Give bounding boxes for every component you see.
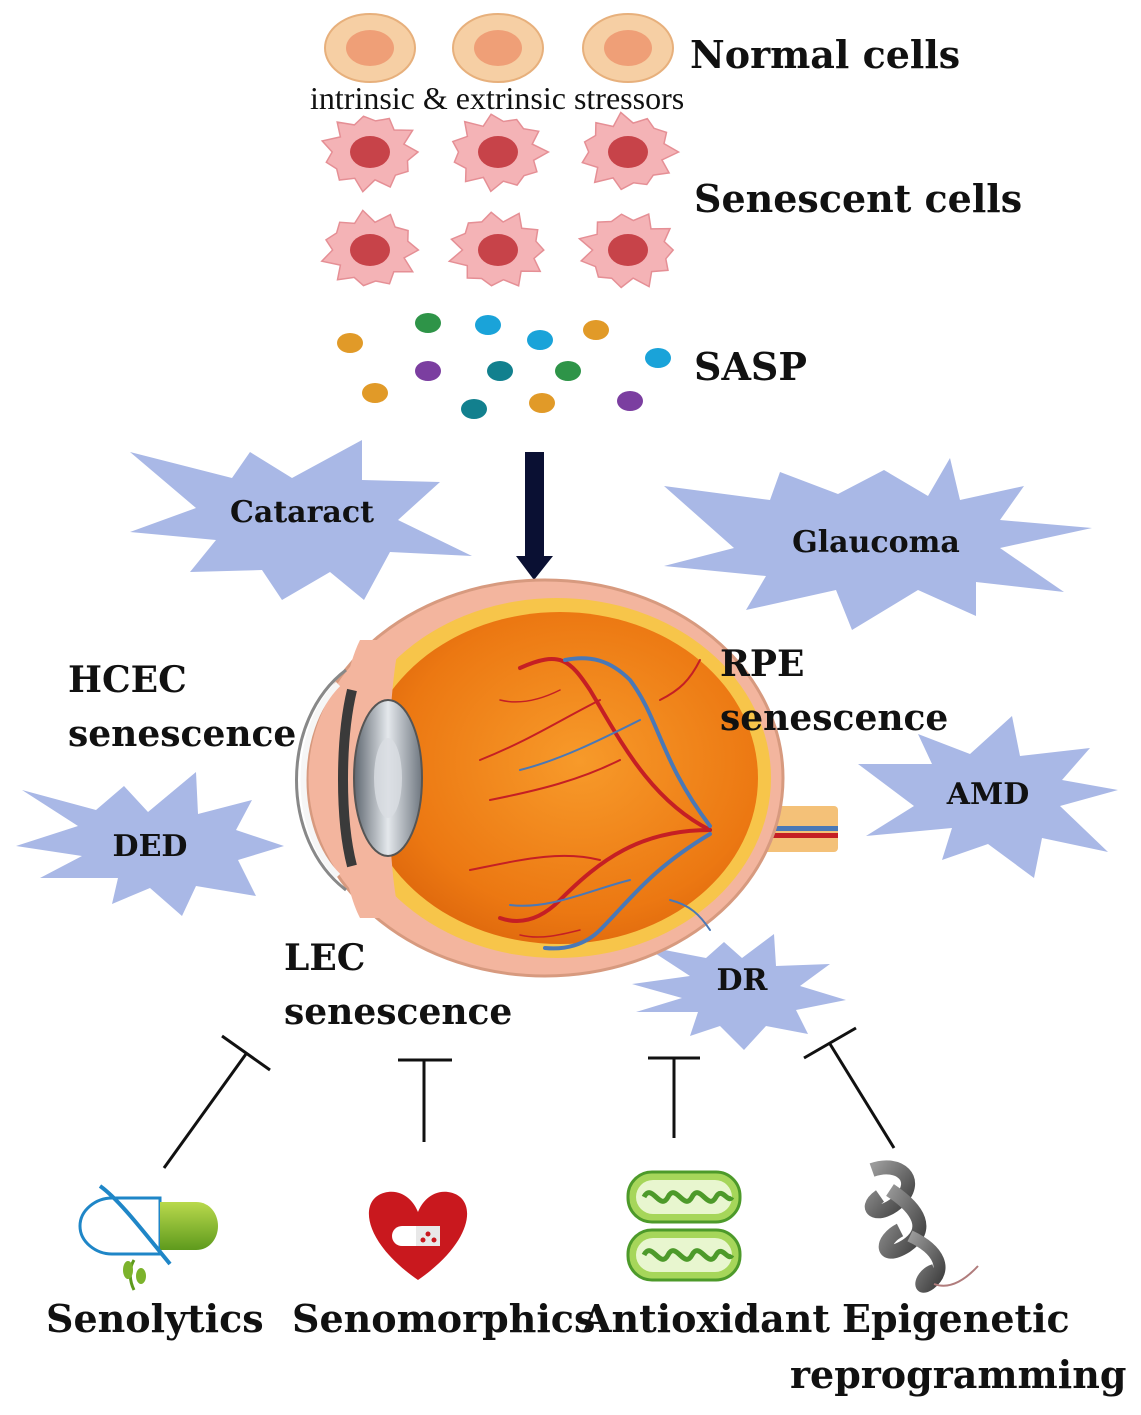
sasp-particle: [415, 361, 441, 381]
dr-burst: [632, 934, 846, 1050]
hcec-label-line1: HCEC: [68, 659, 187, 701]
normal-cells-label: Normal cells: [690, 32, 961, 77]
sasp-particle: [645, 348, 671, 368]
sasp-label: SASP: [694, 344, 807, 389]
sasp-particle: [415, 313, 441, 333]
glaucoma-label: Glaucoma: [792, 525, 960, 560]
senescent-cells-label: Senescent cells: [694, 176, 1023, 221]
senomorphics-label: Senomorphics: [292, 1296, 596, 1341]
pill-icon: [78, 1184, 218, 1291]
glaucoma-burst: [664, 458, 1092, 630]
rpe-label-line2: senescence: [720, 697, 949, 739]
senolytics-label: Senolytics: [46, 1296, 264, 1341]
cataract-burst: [130, 440, 472, 600]
dna-ribbon-icon: [864, 1160, 979, 1293]
sasp-particle: [475, 315, 501, 335]
epigenetic-label-line1: Epigenetic: [842, 1296, 1070, 1341]
sasp-particle: [487, 361, 513, 381]
hcec-label-line2: senescence: [68, 713, 297, 755]
down-arrow: [516, 452, 553, 580]
sasp-particle: [529, 393, 555, 413]
lec-label-line1: LEC: [284, 937, 366, 979]
eye-illustration: [295, 578, 838, 978]
epigenetic-inhibition: [803, 1026, 896, 1149]
normal-cell: [324, 13, 416, 83]
rpe-label-line1: RPE: [720, 643, 805, 685]
cataract-label: Cataract: [230, 495, 374, 530]
stressors-label: intrinsic & extrinsic stressors: [310, 80, 685, 116]
sasp-particle: [527, 330, 553, 350]
senolytics-inhibition: [162, 1034, 271, 1169]
ded-label: DED: [112, 829, 188, 864]
senescent-cell: [581, 111, 681, 191]
sasp-particle: [461, 399, 487, 419]
epigenetic-label-line2: reprogramming: [790, 1352, 1127, 1397]
sasp-particles: [337, 313, 671, 419]
ded-burst: [16, 772, 284, 916]
sasp-particle: [617, 391, 643, 411]
senescent-cell: [320, 115, 420, 193]
senescent-cell: [447, 211, 545, 287]
senescent-cell: [577, 213, 675, 289]
amd-label: AMD: [946, 777, 1030, 812]
inhibition-lines: [162, 1026, 896, 1169]
normal-cell: [582, 13, 674, 83]
antioxidant-label: Antioxidant: [582, 1296, 830, 1341]
amd-burst: [858, 716, 1118, 878]
sasp-particle: [337, 333, 363, 353]
senescent-cells: [320, 111, 681, 289]
senescent-cell: [451, 113, 551, 193]
sasp-particle: [555, 361, 581, 381]
retinal-vessels: [469, 656, 712, 951]
senomorphics-inhibition: [398, 1058, 452, 1142]
sasp-particle: [583, 320, 609, 340]
lec-label-line2: senescence: [284, 991, 513, 1033]
heart-capsule-icon: [368, 1191, 468, 1280]
senescent-cell: [320, 209, 420, 287]
antioxidant-inhibition: [648, 1056, 700, 1138]
mitochondria-icon: [626, 1170, 742, 1282]
sasp-particle: [362, 383, 388, 403]
normal-cell: [452, 13, 544, 83]
normal-cells: [324, 13, 674, 83]
dr-label: DR: [716, 963, 768, 998]
